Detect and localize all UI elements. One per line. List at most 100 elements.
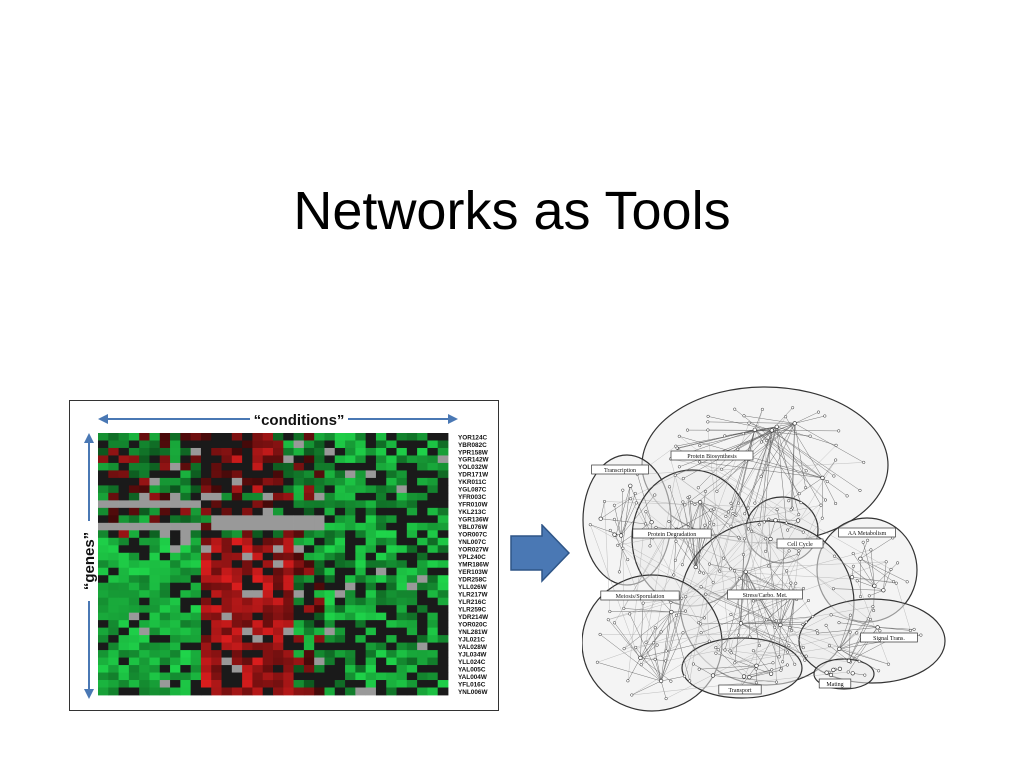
heatmap-cell <box>190 612 202 621</box>
heatmap-cell <box>386 522 397 531</box>
network-node <box>896 561 900 565</box>
heatmap-cell <box>273 522 284 531</box>
heatmap-cell <box>375 537 387 546</box>
heatmap-cell <box>396 650 408 658</box>
heatmap-cell <box>417 507 428 516</box>
heatmap-cell <box>324 642 336 651</box>
heatmap-cell <box>98 515 109 524</box>
heatmap-cell <box>386 597 397 606</box>
heatmap-cell <box>159 537 171 546</box>
network-node <box>737 577 741 581</box>
heatmap-cell <box>221 560 233 569</box>
heatmap-cell <box>118 537 130 546</box>
network-edge <box>734 409 823 479</box>
heatmap-cell <box>180 567 192 576</box>
heatmap-cell <box>293 522 305 531</box>
heatmap-cell <box>375 575 387 584</box>
heatmap-cell <box>128 492 140 501</box>
heatmap-cell <box>231 627 243 636</box>
heatmap-cell <box>128 462 140 471</box>
heatmap-cell <box>283 567 294 576</box>
network-node <box>767 517 771 521</box>
network-edge <box>863 542 875 586</box>
heatmap-cell <box>273 530 284 539</box>
heatmap-cell <box>427 462 439 471</box>
heatmap-cell <box>345 635 356 643</box>
heatmap-cell <box>273 687 284 696</box>
network-node <box>834 458 838 462</box>
heatmap-cell <box>365 552 377 561</box>
network-edge <box>609 611 672 613</box>
network-node <box>867 594 871 598</box>
heatmap-cell <box>334 537 346 546</box>
heatmap-cell <box>417 650 428 658</box>
network-node <box>819 503 823 507</box>
heatmap-cell <box>283 635 294 643</box>
heatmap-cell <box>293 672 305 681</box>
network-edge <box>822 459 836 479</box>
heatmap-cell <box>139 433 150 441</box>
heatmap-cell <box>170 492 181 501</box>
heatmap-cell <box>303 507 315 516</box>
heatmap-cell <box>334 642 346 651</box>
heatmap-cell <box>334 447 346 456</box>
heatmap-cell <box>221 582 233 591</box>
network-edge <box>761 426 777 443</box>
network-edge <box>627 657 641 681</box>
network-edge <box>745 571 795 665</box>
heatmap-cell <box>180 455 192 464</box>
heatmap-cell <box>139 612 150 621</box>
heatmap-cell <box>345 440 356 449</box>
heatmap-cell <box>427 650 439 658</box>
heatmap-cell <box>324 582 336 591</box>
heatmap-cell <box>98 507 109 516</box>
heatmap-cell <box>128 672 140 681</box>
network-edge <box>856 618 869 633</box>
heatmap-cell <box>242 552 253 561</box>
heatmap-cell <box>375 552 387 561</box>
heatmap-cell <box>190 530 202 539</box>
heatmap-cell <box>98 665 109 673</box>
heatmap-cell <box>375 447 387 456</box>
network-edge <box>600 498 631 519</box>
heatmap-cell <box>180 552 192 561</box>
heatmap-cell <box>324 605 336 614</box>
heatmap-cell <box>139 455 150 464</box>
network-hub <box>649 520 654 525</box>
heatmap-cell <box>273 485 284 494</box>
heatmap-cell <box>159 612 171 621</box>
heatmap-cell <box>324 507 336 516</box>
heatmap-cell <box>386 665 397 673</box>
network-node <box>685 428 690 432</box>
heatmap-cell <box>149 605 161 614</box>
heatmap-cell <box>406 687 418 696</box>
heatmap-cell <box>396 620 408 629</box>
network-node <box>797 492 801 496</box>
conditions-axis-arrow <box>98 414 458 424</box>
heatmap-cell <box>149 650 161 658</box>
heatmap-cell <box>437 672 449 681</box>
heatmap-cell <box>324 447 336 456</box>
network-node <box>834 443 838 447</box>
network-node <box>737 633 741 637</box>
network-edge <box>614 496 690 623</box>
heatmap-cell <box>252 477 264 486</box>
heatmap-cell <box>355 545 367 554</box>
heatmap-cell <box>252 680 264 688</box>
heatmap-cell <box>231 590 243 599</box>
network-edge <box>848 619 871 661</box>
network-node <box>743 512 747 516</box>
network-hub <box>768 536 773 542</box>
heatmap-cell <box>417 605 428 614</box>
heatmap-cell <box>273 680 284 688</box>
heatmap-cell <box>149 642 161 651</box>
heatmap-cell <box>396 665 408 673</box>
network-edge <box>857 580 889 665</box>
heatmap-cell <box>139 680 150 688</box>
network-node <box>764 549 768 553</box>
heatmap-cell <box>324 575 336 584</box>
heatmap-cell <box>170 485 181 494</box>
heatmap-cell <box>128 470 140 479</box>
heatmap-cell <box>180 507 192 516</box>
network-edge <box>590 524 775 628</box>
